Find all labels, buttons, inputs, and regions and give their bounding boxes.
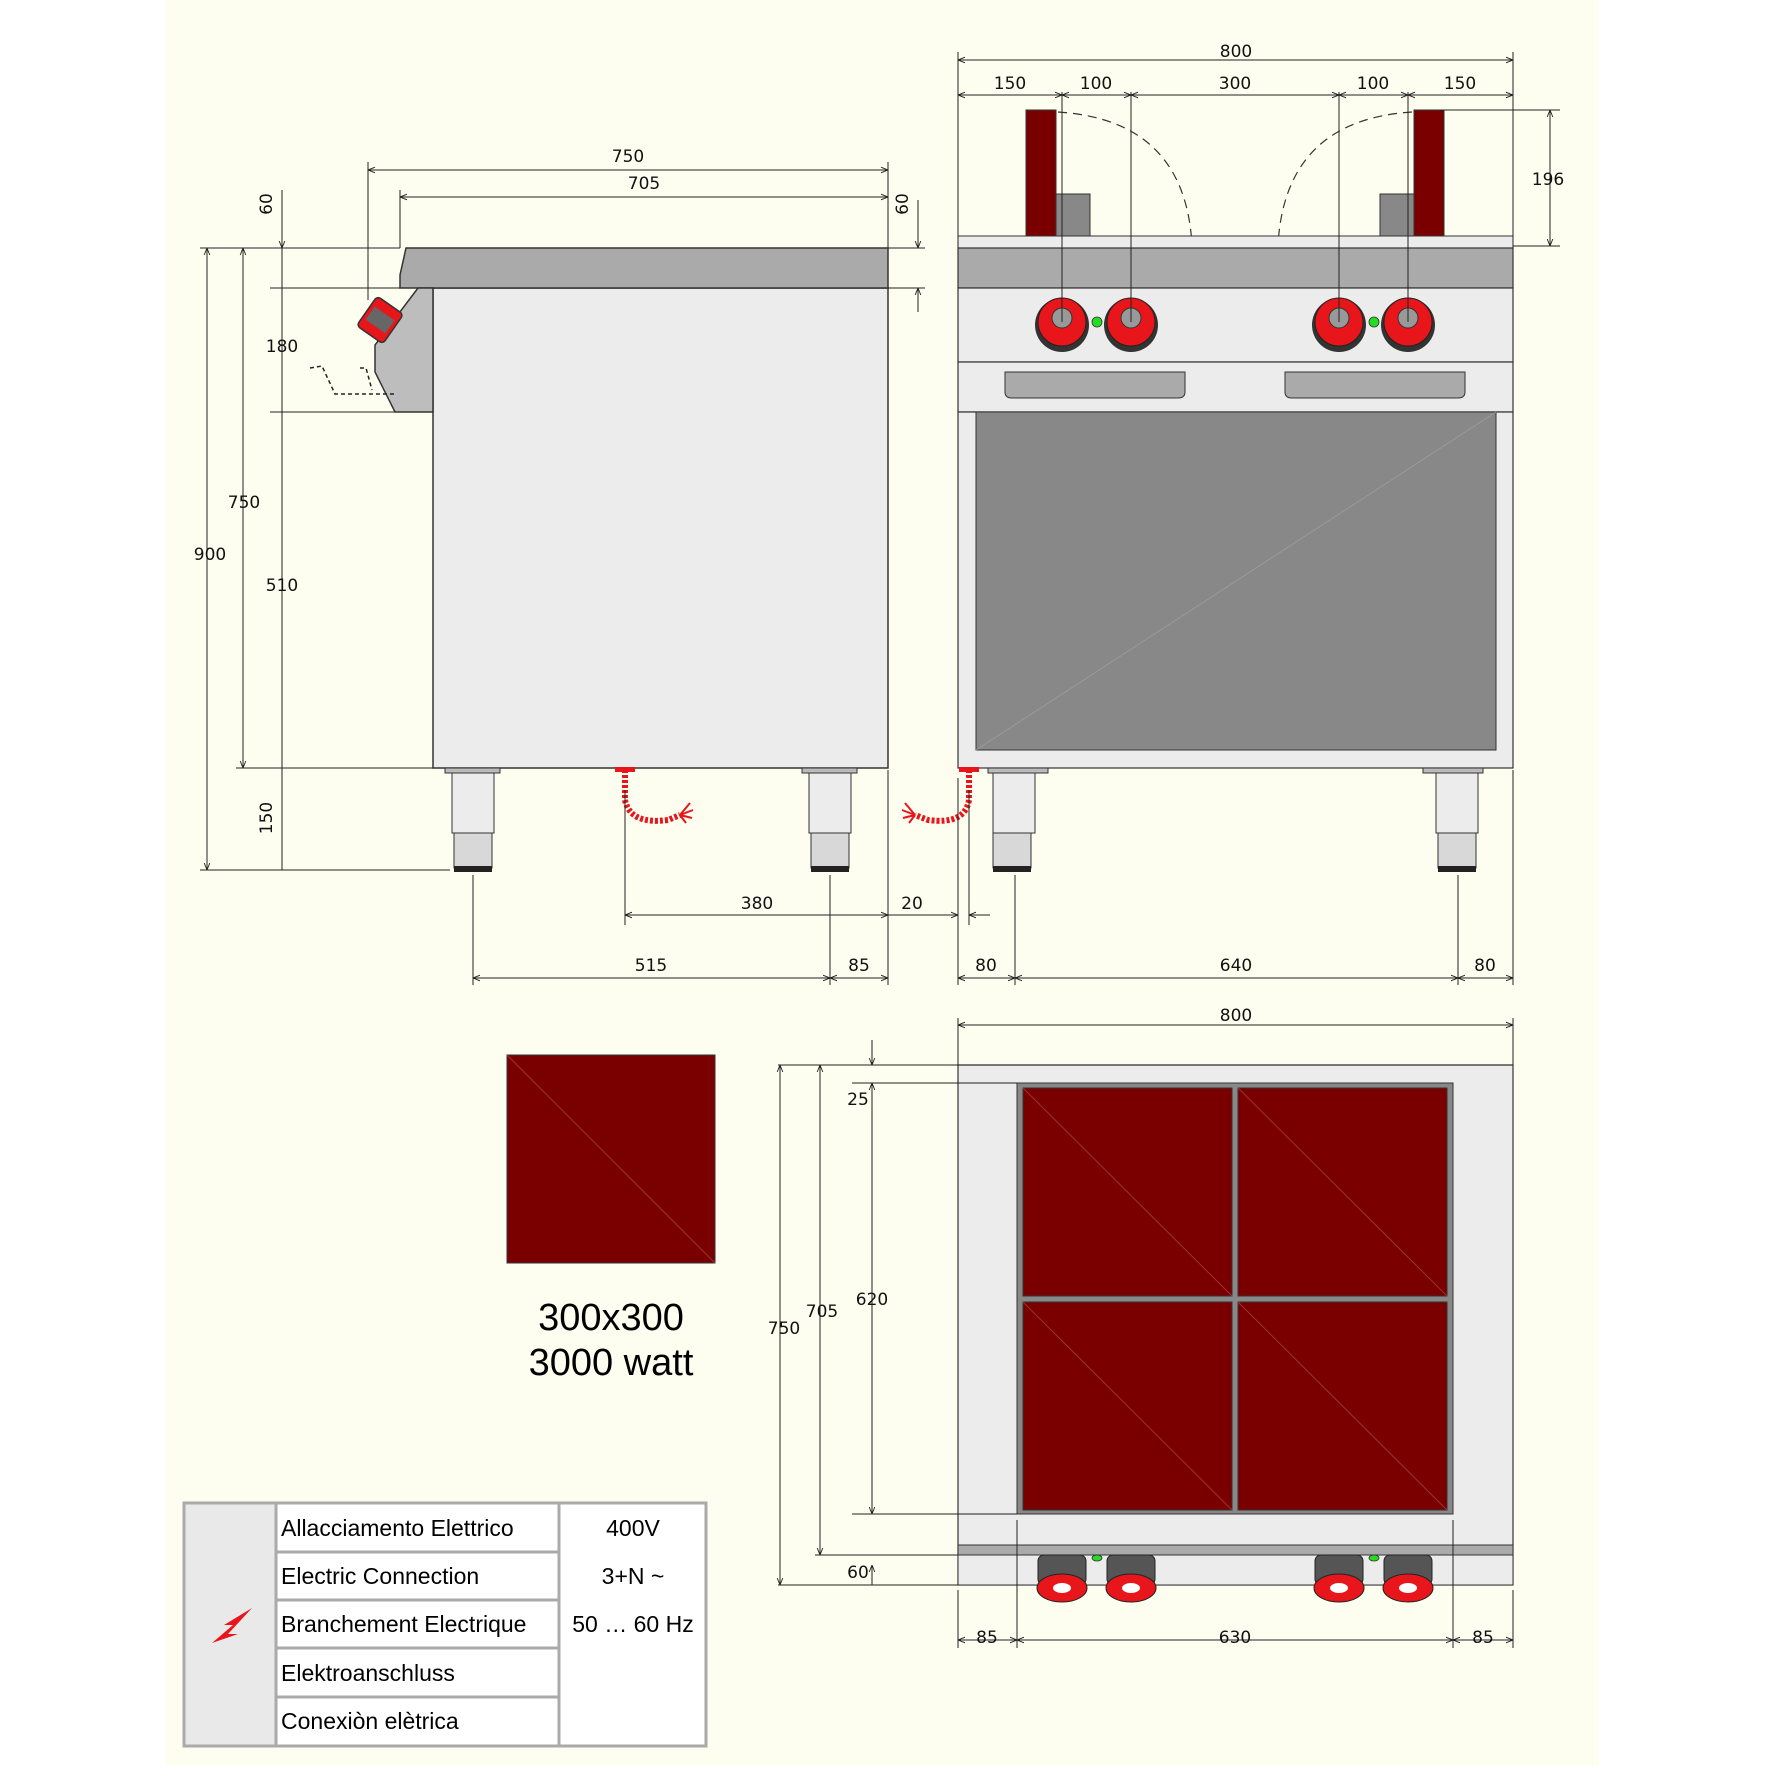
- connection-table: Allacciamento Elettrico Electric Connect…: [182, 1501, 708, 1748]
- dim-side-510: 510: [266, 576, 298, 596]
- dim-top-705: 705: [806, 1302, 838, 1322]
- side-worktop: [399, 247, 889, 289]
- dim-side-900: 900: [194, 545, 226, 565]
- side-knob-icon: [357, 296, 403, 344]
- dim-front-150b: 150: [1444, 74, 1476, 94]
- dim-front-100a: 100: [1080, 74, 1112, 94]
- front-dimension-labels: 800 150 100 300 100 150 196 20 80 640 80: [901, 42, 1564, 976]
- dim-top-85b: 85: [1472, 1628, 1494, 1648]
- dim-top-620: 620: [856, 1290, 888, 1310]
- dim-front-20: 20: [901, 894, 923, 914]
- dim-side-left-60: 60: [257, 193, 277, 215]
- dim-front-300: 300: [1219, 74, 1251, 94]
- top-view: 800 750 705 620 25 60 85 630 85: [768, 1006, 1514, 1648]
- dim-front-80b: 80: [1474, 956, 1496, 976]
- dim-front-100b: 100: [1357, 74, 1389, 94]
- front-view: 800 150 100 300 100 150 196 20 80 640 80: [888, 42, 1564, 985]
- dim-front-196: 196: [1532, 170, 1564, 190]
- front-plate-left-raised: [1025, 109, 1057, 247]
- dim-side-85: 85: [848, 956, 870, 976]
- dim-front-150a: 150: [994, 74, 1026, 94]
- table-label-5: Conexiòn elètrica: [281, 1708, 459, 1734]
- top-knob-1-icon: [1036, 1554, 1088, 1603]
- top-plates: [1022, 1087, 1448, 1511]
- table-value-voltage: 400V: [606, 1515, 660, 1541]
- top-knobs: [1036, 1554, 1434, 1603]
- dim-top-60: 60: [847, 1563, 869, 1583]
- top-knob-4-icon: [1382, 1554, 1434, 1603]
- dim-side-180: 180: [266, 337, 298, 357]
- table-value-frequency: 50 … 60 Hz: [572, 1611, 693, 1637]
- table-label-4: Elektroanschluss: [281, 1660, 455, 1686]
- top-indicator-left-icon: [1091, 1554, 1103, 1562]
- front-dimensions: [888, 60, 1560, 985]
- dim-front-80a: 80: [975, 956, 997, 976]
- front-legs: [987, 767, 1484, 872]
- table-value-phase: 3+N ~: [602, 1563, 665, 1589]
- side-dimensions: [200, 162, 925, 985]
- front-worktop: [957, 247, 1514, 289]
- top-dimension-labels: 800 750 705 620 25 60 85 630 85: [768, 1006, 1494, 1648]
- front-indicator-left-icon: [1091, 316, 1103, 328]
- dim-side-right-60: 60: [893, 193, 913, 215]
- plate-power-label: 3000 watt: [529, 1342, 694, 1384]
- dim-front-800: 800: [1220, 42, 1252, 62]
- front-top-edge: [957, 235, 1514, 249]
- front-cavity-diagonal: [975, 411, 1497, 751]
- table-label-1: Allacciamento Elettrico: [281, 1515, 514, 1541]
- top-front-rail: [957, 1544, 1514, 1556]
- lightning-icon: [212, 1608, 252, 1643]
- dim-top-85a: 85: [976, 1628, 998, 1648]
- plate-size-label: 300x300: [538, 1297, 684, 1339]
- top-knob-3-icon: [1313, 1554, 1365, 1603]
- dim-side-380: 380: [741, 894, 773, 914]
- dim-side-150: 150: [257, 802, 277, 834]
- dim-side-515: 515: [635, 956, 667, 976]
- front-handle-right: [1284, 371, 1466, 399]
- dim-side-top-705: 705: [628, 174, 660, 194]
- table-label-3: Branchement Electrique: [281, 1611, 526, 1637]
- front-plate-right-raised: [1413, 109, 1445, 247]
- top-indicator-right-icon: [1368, 1554, 1380, 1562]
- front-handle-left: [1004, 371, 1186, 399]
- side-view: 750 705 60 60 900 750 180 510 150 380 51…: [194, 147, 925, 985]
- dim-side-top-750: 750: [612, 147, 644, 167]
- top-knob-2-icon: [1105, 1554, 1157, 1603]
- dim-front-640: 640: [1220, 956, 1252, 976]
- dim-top-630: 630: [1219, 1628, 1251, 1648]
- side-legs: [444, 767, 858, 872]
- front-indicator-right-icon: [1368, 316, 1380, 328]
- front-door-swing-left: [1057, 111, 1193, 246]
- dim-top-25: 25: [847, 1090, 869, 1110]
- plate-detail: 300x300 3000 watt: [506, 1054, 716, 1384]
- dim-side-750: 750: [228, 493, 260, 513]
- side-dimension-labels: 750 705 60 60 900 750 180 510 150 380 51…: [194, 147, 913, 976]
- front-knob-leader-lines: [957, 52, 1514, 322]
- table-label-2: Electric Connection: [281, 1563, 479, 1589]
- front-door-swing-right: [1277, 111, 1413, 246]
- dim-top-800: 800: [1220, 1006, 1252, 1026]
- side-cabinet-body: [432, 287, 889, 769]
- top-dimensions: [778, 1018, 1514, 1648]
- dim-top-750: 750: [768, 1319, 800, 1339]
- side-drawer-handle-icon: [309, 365, 395, 395]
